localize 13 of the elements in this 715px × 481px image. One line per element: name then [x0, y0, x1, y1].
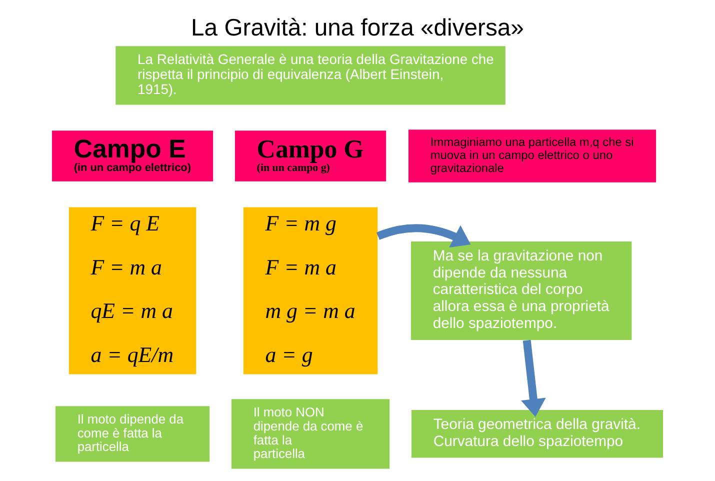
- diagram-title: La Gravità: una forza «diversa»: [191, 14, 524, 42]
- node-box: Ma se la gravitazione non dipende da nessuna caratteristica del corpo allora essa è una proprietà dello spaziotempo.: [410, 242, 632, 340]
- node-box: Il moto dipende da come è fatta la particella: [55, 406, 210, 462]
- node-box: Il moto NON dipende da come è fatta la particella: [231, 399, 390, 469]
- arrow: [376, 224, 471, 248]
- node-box: Campo G (in un campo g): [234, 130, 386, 182]
- node-box: Teoria geometrica della gravità. Curvatura dello spaziotempo: [411, 410, 664, 458]
- node-box: La Relatività Generale è una teoria della Gravitazione che rispetta il principio di equivalenza (Albert Einstein, 1915).: [116, 46, 506, 105]
- node-box: F = q E F = m a qE = m a a = qE/m: [68, 207, 196, 374]
- node-box: Campo E (in un campo elettrico): [52, 130, 214, 182]
- node-box: Immaginiamo una particella m,q che si muova in un campo elettrico o uno gravitazionale: [408, 130, 656, 182]
- arrow: [521, 340, 546, 417]
- node-box: F = m g F = m a m g = m a a = g: [243, 207, 378, 374]
